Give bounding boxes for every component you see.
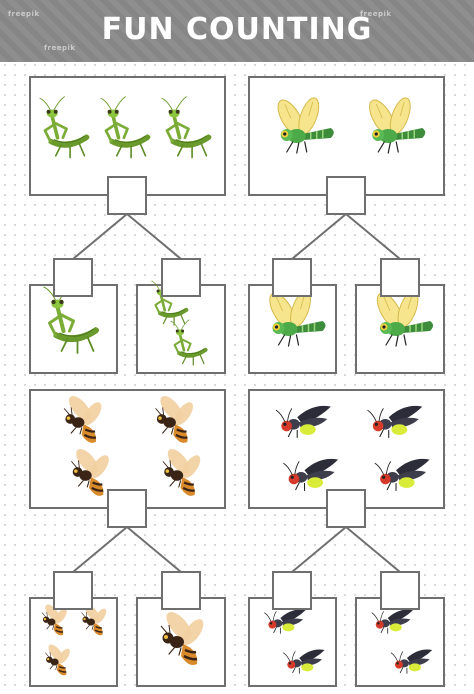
counting-puzzle bbox=[29, 76, 226, 374]
top-answer-box[interactable] bbox=[107, 489, 147, 528]
watermark: freepik bbox=[8, 10, 40, 18]
left-picture-box bbox=[248, 597, 337, 687]
left-picture-box bbox=[29, 284, 118, 374]
header-bar bbox=[0, 0, 474, 62]
right-answer-box[interactable] bbox=[161, 571, 201, 610]
top-answer-box[interactable] bbox=[107, 176, 147, 215]
counting-puzzle bbox=[248, 389, 445, 687]
right-picture-box bbox=[136, 284, 226, 374]
counting-puzzle bbox=[29, 389, 226, 687]
left-answer-box[interactable] bbox=[53, 571, 93, 610]
left-answer-box[interactable] bbox=[272, 258, 312, 297]
watermark: freepik bbox=[44, 44, 76, 52]
page-title: FUN COUNTING bbox=[101, 12, 373, 47]
counting-puzzle bbox=[248, 76, 445, 374]
left-answer-box[interactable] bbox=[272, 571, 312, 610]
top-answer-box[interactable] bbox=[326, 176, 366, 215]
right-answer-box[interactable] bbox=[380, 258, 420, 297]
right-answer-box[interactable] bbox=[161, 258, 201, 297]
left-answer-box[interactable] bbox=[53, 258, 93, 297]
top-answer-box[interactable] bbox=[326, 489, 366, 528]
right-answer-box[interactable] bbox=[380, 571, 420, 610]
watermark: freepik bbox=[360, 10, 392, 18]
